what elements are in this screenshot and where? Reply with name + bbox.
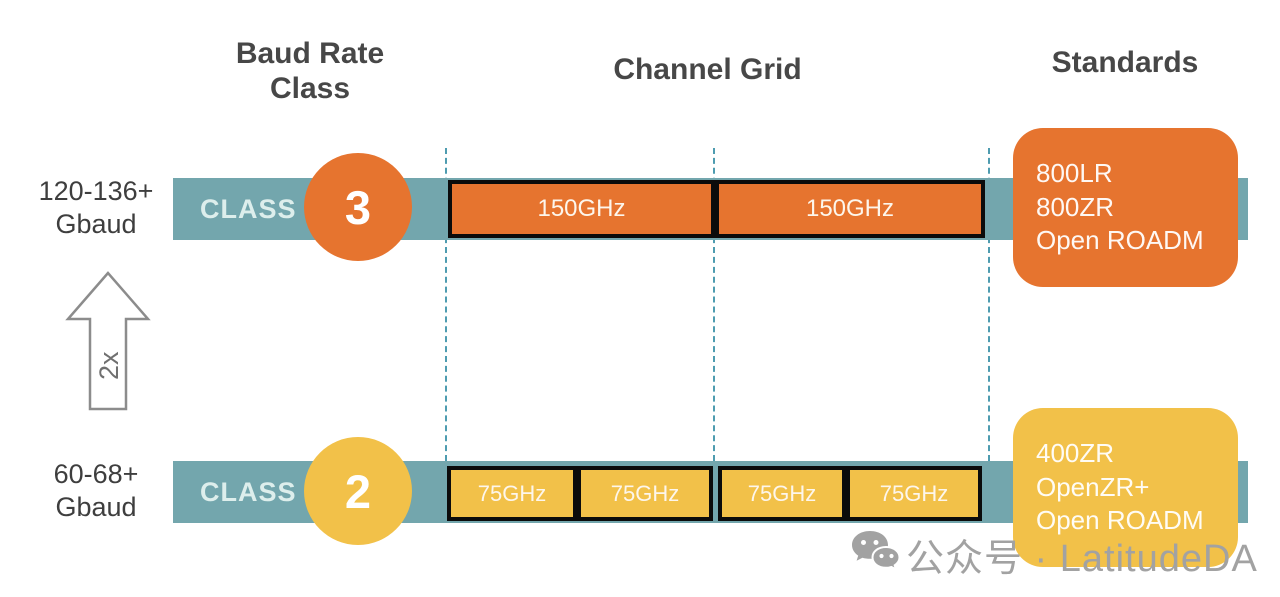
wechat-icon (850, 529, 900, 573)
baud-label-class3: 120-136+ Gbaud (38, 176, 154, 239)
baud-label-class2: 60-68+ Gbaud (53, 459, 139, 522)
header-channel-grid: Channel Grid (613, 53, 802, 86)
channel-label: 75GHz (477, 480, 547, 506)
class2-circle-badge: 2 (304, 437, 412, 545)
arrow-label: 2x (94, 351, 124, 380)
channel-label: 75GHz (747, 480, 817, 506)
class3-number: 3 (344, 180, 372, 234)
class2-number: 2 (344, 464, 372, 518)
standards-box-class3: 800LR 800ZR Open ROADM (1013, 128, 1238, 287)
watermark-text: 公众号 · LatitudeDA (906, 538, 1258, 580)
channel-box-75ghz-4: 75GHz (846, 466, 982, 521)
channel-box-150ghz-2: 150GHz (715, 180, 985, 238)
class-word-class2: CLASS (200, 476, 297, 507)
class3-circle-badge: 3 (304, 153, 412, 261)
class-word-class3: CLASS (200, 193, 297, 224)
channel-label: 75GHz (610, 480, 680, 506)
doubling-arrow: 2x (58, 268, 162, 414)
header-standards: Standards (1051, 46, 1199, 79)
standards-box-class2: 400ZR OpenZR+ Open ROADM (1013, 408, 1238, 567)
standards-list-class3: 800LR 800ZR Open ROADM (1036, 157, 1204, 256)
channel-label: 150GHz (537, 195, 626, 222)
grid-dashed-line-left (445, 148, 447, 461)
channel-box-75ghz-3: 75GHz (718, 466, 846, 521)
channel-label: 75GHz (879, 480, 949, 506)
header-baud-rate-class: Baud Rate Class (235, 37, 385, 106)
grid-dashed-line-right (988, 148, 990, 461)
channel-box-75ghz-2: 75GHz (577, 466, 713, 521)
channel-label: 150GHz (805, 195, 895, 222)
channel-box-150ghz-1: 150GHz (448, 180, 715, 238)
up-arrow-icon: 2x (65, 271, 151, 411)
grid-dashed-line-middle (713, 148, 715, 461)
channel-box-75ghz-1: 75GHz (447, 466, 577, 521)
standards-list-class2: 400ZR OpenZR+ Open ROADM (1036, 437, 1204, 536)
